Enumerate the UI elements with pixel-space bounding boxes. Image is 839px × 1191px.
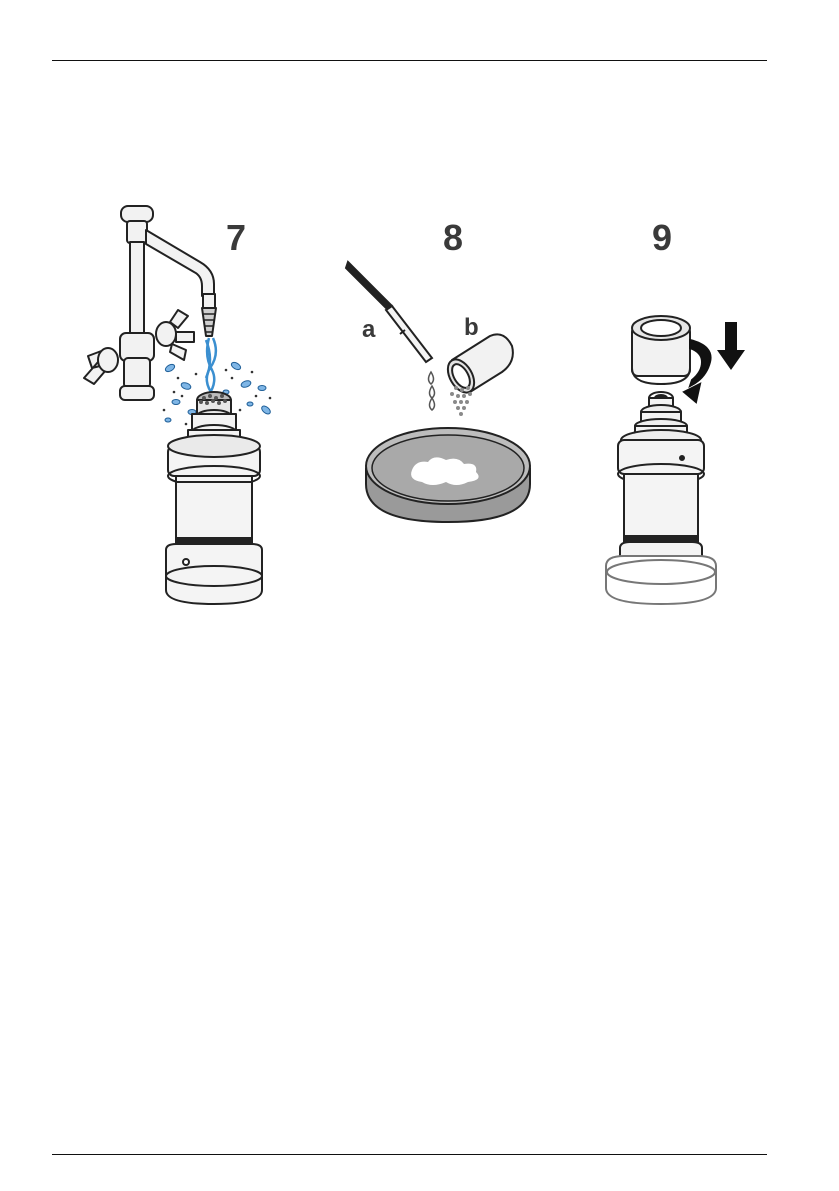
- pipette: [346, 262, 432, 362]
- step-8-number: 8: [443, 220, 463, 256]
- step-7-number: 7: [226, 220, 246, 256]
- electrode-sensor-9: [606, 392, 716, 604]
- step-8-label-b: b: [464, 316, 479, 340]
- step-9-number: 9: [652, 220, 672, 256]
- storage-cap: [632, 316, 690, 384]
- electrode-sensor-7: [166, 392, 262, 604]
- petri-dish: [366, 428, 530, 522]
- powder-vial: [442, 334, 512, 397]
- water-stream: [206, 338, 216, 396]
- down-arrow-icon: [717, 322, 745, 370]
- bottom-rule: [52, 1154, 767, 1155]
- liquid-drops: [429, 372, 435, 410]
- faucet-illustration: [84, 206, 216, 400]
- step-8-label-a: a: [362, 318, 375, 342]
